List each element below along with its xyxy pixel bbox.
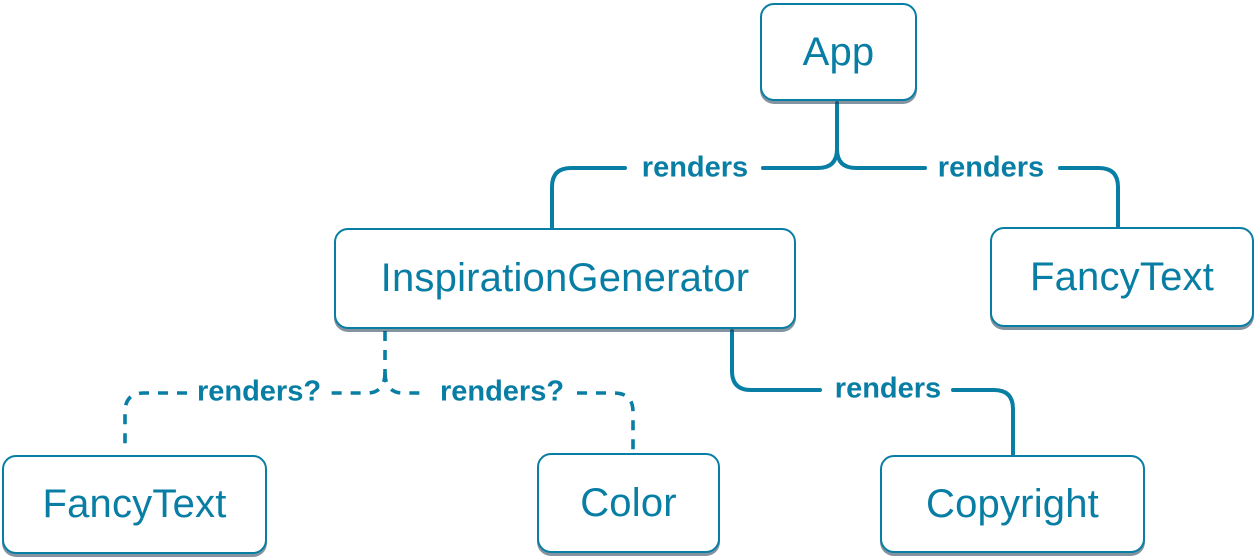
edge-into-fancytext-bottom bbox=[123, 391, 187, 452]
edge-into-color bbox=[577, 391, 635, 452]
edge-inspiration-dashed-left-fork bbox=[331, 371, 387, 395]
edge-into-fancytext-top bbox=[1058, 166, 1120, 229]
node-fancytext-bottom: FancyText bbox=[2, 455, 267, 554]
node-fancytext-bottom-label: FancyText bbox=[42, 482, 227, 526]
edge-inspiration-to-copyright-start bbox=[730, 329, 822, 392]
edge-inspiration-dashed-right-fork bbox=[383, 371, 428, 395]
node-copyright-label: Copyright bbox=[926, 481, 1099, 526]
edge-label-inspiration-to-color: renders? bbox=[439, 375, 565, 408]
edge-label-app-to-inspiration: renders bbox=[641, 151, 749, 184]
edge-label-inspiration-to-fancytext: renders? bbox=[196, 375, 322, 408]
edge-label-app-to-fancytext: renders bbox=[937, 151, 1045, 184]
node-fancytext-top-label: FancyText bbox=[1029, 254, 1215, 299]
node-color-label: Color bbox=[580, 480, 677, 525]
node-app: App bbox=[760, 3, 917, 101]
node-color: Color bbox=[537, 453, 720, 553]
node-inspiration-generator-label: InspirationGenerator bbox=[380, 256, 750, 300]
edge-app-to-inspiration-left-fork bbox=[761, 101, 839, 170]
edge-into-inspiration bbox=[550, 166, 627, 229]
node-app-label: App bbox=[802, 29, 875, 74]
node-inspiration-generator: InspirationGenerator bbox=[334, 228, 796, 329]
node-fancytext-top: FancyText bbox=[990, 227, 1254, 327]
edge-label-inspiration-to-copyright: renders bbox=[834, 372, 942, 405]
node-copyright: Copyright bbox=[880, 455, 1145, 553]
edge-into-copyright bbox=[951, 388, 1015, 456]
edge-app-to-fancytext-right-fork bbox=[835, 147, 927, 170]
